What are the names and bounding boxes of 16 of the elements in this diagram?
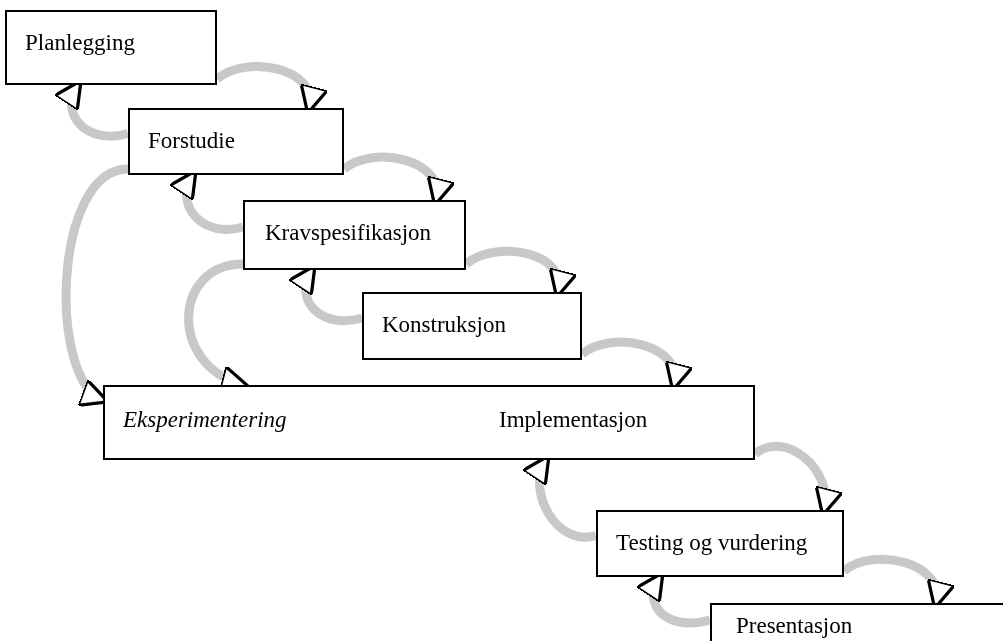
step-label: Forstudie	[148, 128, 235, 154]
step-label: Implementasjon	[499, 407, 648, 433]
step-label: Eksperimentering	[123, 407, 287, 433]
process-box	[103, 385, 755, 460]
step-label: Planlegging	[25, 30, 135, 56]
step-label: Testing og vurdering	[616, 530, 808, 556]
process-box	[710, 603, 1003, 641]
process-box	[5, 10, 217, 85]
step-label: Presentasjon	[736, 613, 853, 639]
step-label: Konstruksjon	[382, 312, 506, 338]
process-box	[362, 292, 582, 360]
process-box	[243, 200, 466, 270]
process-box	[596, 510, 844, 577]
process-box	[128, 108, 344, 175]
curved-arrow	[61, 164, 130, 405]
step-label: Kravspesifikasjon	[265, 220, 432, 246]
